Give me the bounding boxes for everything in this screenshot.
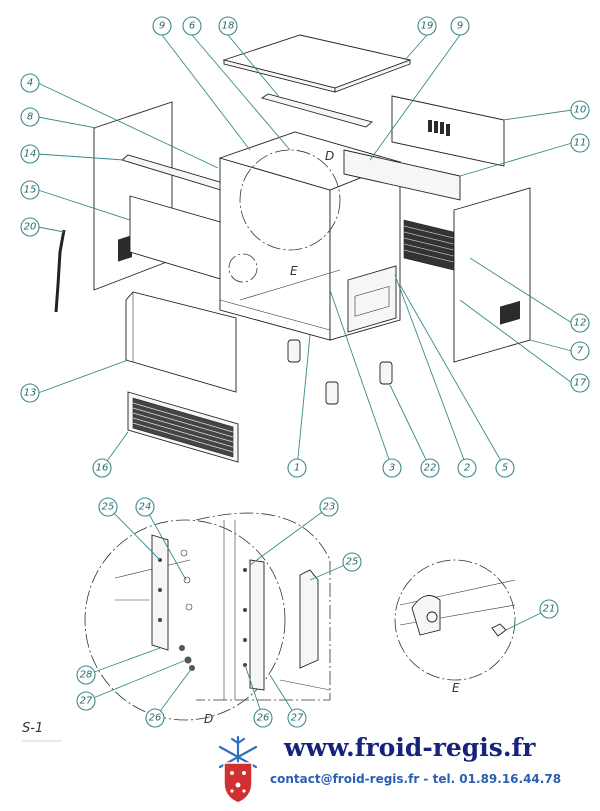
callout-label: 15: [24, 185, 37, 196]
callout-label: 12: [574, 318, 587, 329]
callout-8: 8: [20, 107, 40, 127]
callout-label: 16: [96, 463, 109, 474]
callout-27-right: 27: [287, 708, 307, 728]
frame-body: [218, 131, 402, 341]
detail-d-label: D: [204, 712, 213, 726]
callout-label: 20: [24, 222, 37, 233]
callout-label: 4: [27, 78, 33, 89]
sheet-label: S-1: [22, 721, 43, 736]
callout-25-right: 25: [342, 552, 362, 572]
rear-panel-10: [391, 95, 505, 167]
callout-label: 10: [574, 105, 587, 116]
detail-e-marker: E: [290, 264, 298, 278]
callout-17: 17: [570, 373, 590, 393]
snowflake-shield-logo-icon: [218, 735, 258, 804]
callout-label: 25: [102, 502, 115, 513]
callout-label: 11: [574, 138, 587, 149]
callout-12: 12: [570, 313, 590, 333]
callout-label: 5: [502, 463, 508, 474]
callout-label: 13: [24, 388, 37, 399]
callout-label: 28: [80, 670, 93, 681]
callout-7: 7: [570, 341, 590, 361]
callout-26-left: 26: [145, 708, 165, 728]
callout-24: 24: [135, 497, 155, 517]
callout-label: 8: [27, 112, 33, 123]
callout-9-top-right: 9: [450, 16, 470, 36]
callout-1: 1: [287, 458, 307, 478]
callout-label: 3: [389, 463, 395, 474]
callout-label: 2: [464, 463, 470, 474]
feet: [287, 339, 393, 405]
detail-d-ring: [239, 149, 341, 251]
callout-label: 27: [291, 713, 304, 724]
callout-label: 24: [139, 502, 152, 513]
callout-21: 21: [539, 599, 559, 619]
strip-18: [260, 93, 373, 128]
callout-label: 14: [24, 149, 37, 160]
callout-28: 28: [76, 665, 96, 685]
callout-26-right: 26: [253, 708, 273, 728]
callout-27-left: 27: [76, 691, 96, 711]
callout-5: 5: [495, 458, 515, 478]
callout-13: 13: [20, 383, 40, 403]
callout-label: 9: [457, 21, 463, 32]
callout-label: 26: [149, 713, 162, 724]
callout-6: 6: [182, 16, 202, 36]
top-panel-19: [222, 34, 412, 93]
grille-16: [127, 391, 239, 463]
detail-d-marker: D: [325, 149, 334, 163]
callout-label: 22: [424, 463, 437, 474]
callout-16: 16: [92, 458, 112, 478]
panel-11: [343, 149, 461, 201]
callout-label: 7: [577, 346, 584, 357]
callout-22: 22: [420, 458, 440, 478]
callout-23: 23: [319, 497, 339, 517]
side-panel-8: [93, 101, 173, 291]
callout-label: 6: [189, 21, 195, 32]
callout-25-left: 25: [98, 497, 118, 517]
callout-label: 19: [421, 21, 434, 32]
callout-15: 15: [20, 180, 40, 200]
strip-20: [54, 229, 66, 313]
side-panel-7: [453, 187, 531, 363]
callout-4: 4: [20, 73, 40, 93]
callout-18: 18: [218, 16, 238, 36]
callout-9-top-left: 9: [152, 16, 172, 36]
callout-11: 11: [570, 133, 590, 153]
callout-label: 17: [574, 378, 587, 389]
callout-3: 3: [382, 458, 402, 478]
callout-label: 25: [346, 557, 359, 568]
callout-label: 1: [294, 463, 300, 474]
detail-e-view: [394, 559, 516, 681]
callout-14: 14: [20, 144, 40, 164]
callout-label: 23: [323, 502, 336, 513]
callout-20: 20: [20, 217, 40, 237]
callout-19: 19: [417, 16, 437, 36]
detail-d-view: [84, 512, 331, 721]
website-link[interactable]: www.froid-regis.fr: [284, 733, 536, 762]
condenser-12: [403, 219, 471, 275]
contact-line: contact@froid-regis.fr - tel. 01.89.16.4…: [270, 772, 562, 786]
callout-label: 18: [222, 21, 235, 32]
detail-e-label: E: [452, 681, 460, 695]
callout-10: 10: [570, 100, 590, 120]
callout-label: 27: [80, 696, 93, 707]
callout-label: 21: [543, 604, 556, 615]
callout-label: 9: [159, 21, 165, 32]
detail-e-ring: [228, 253, 258, 283]
callout-2: 2: [457, 458, 477, 478]
front-door-13: [125, 291, 237, 393]
callout-label: 26: [257, 713, 270, 724]
